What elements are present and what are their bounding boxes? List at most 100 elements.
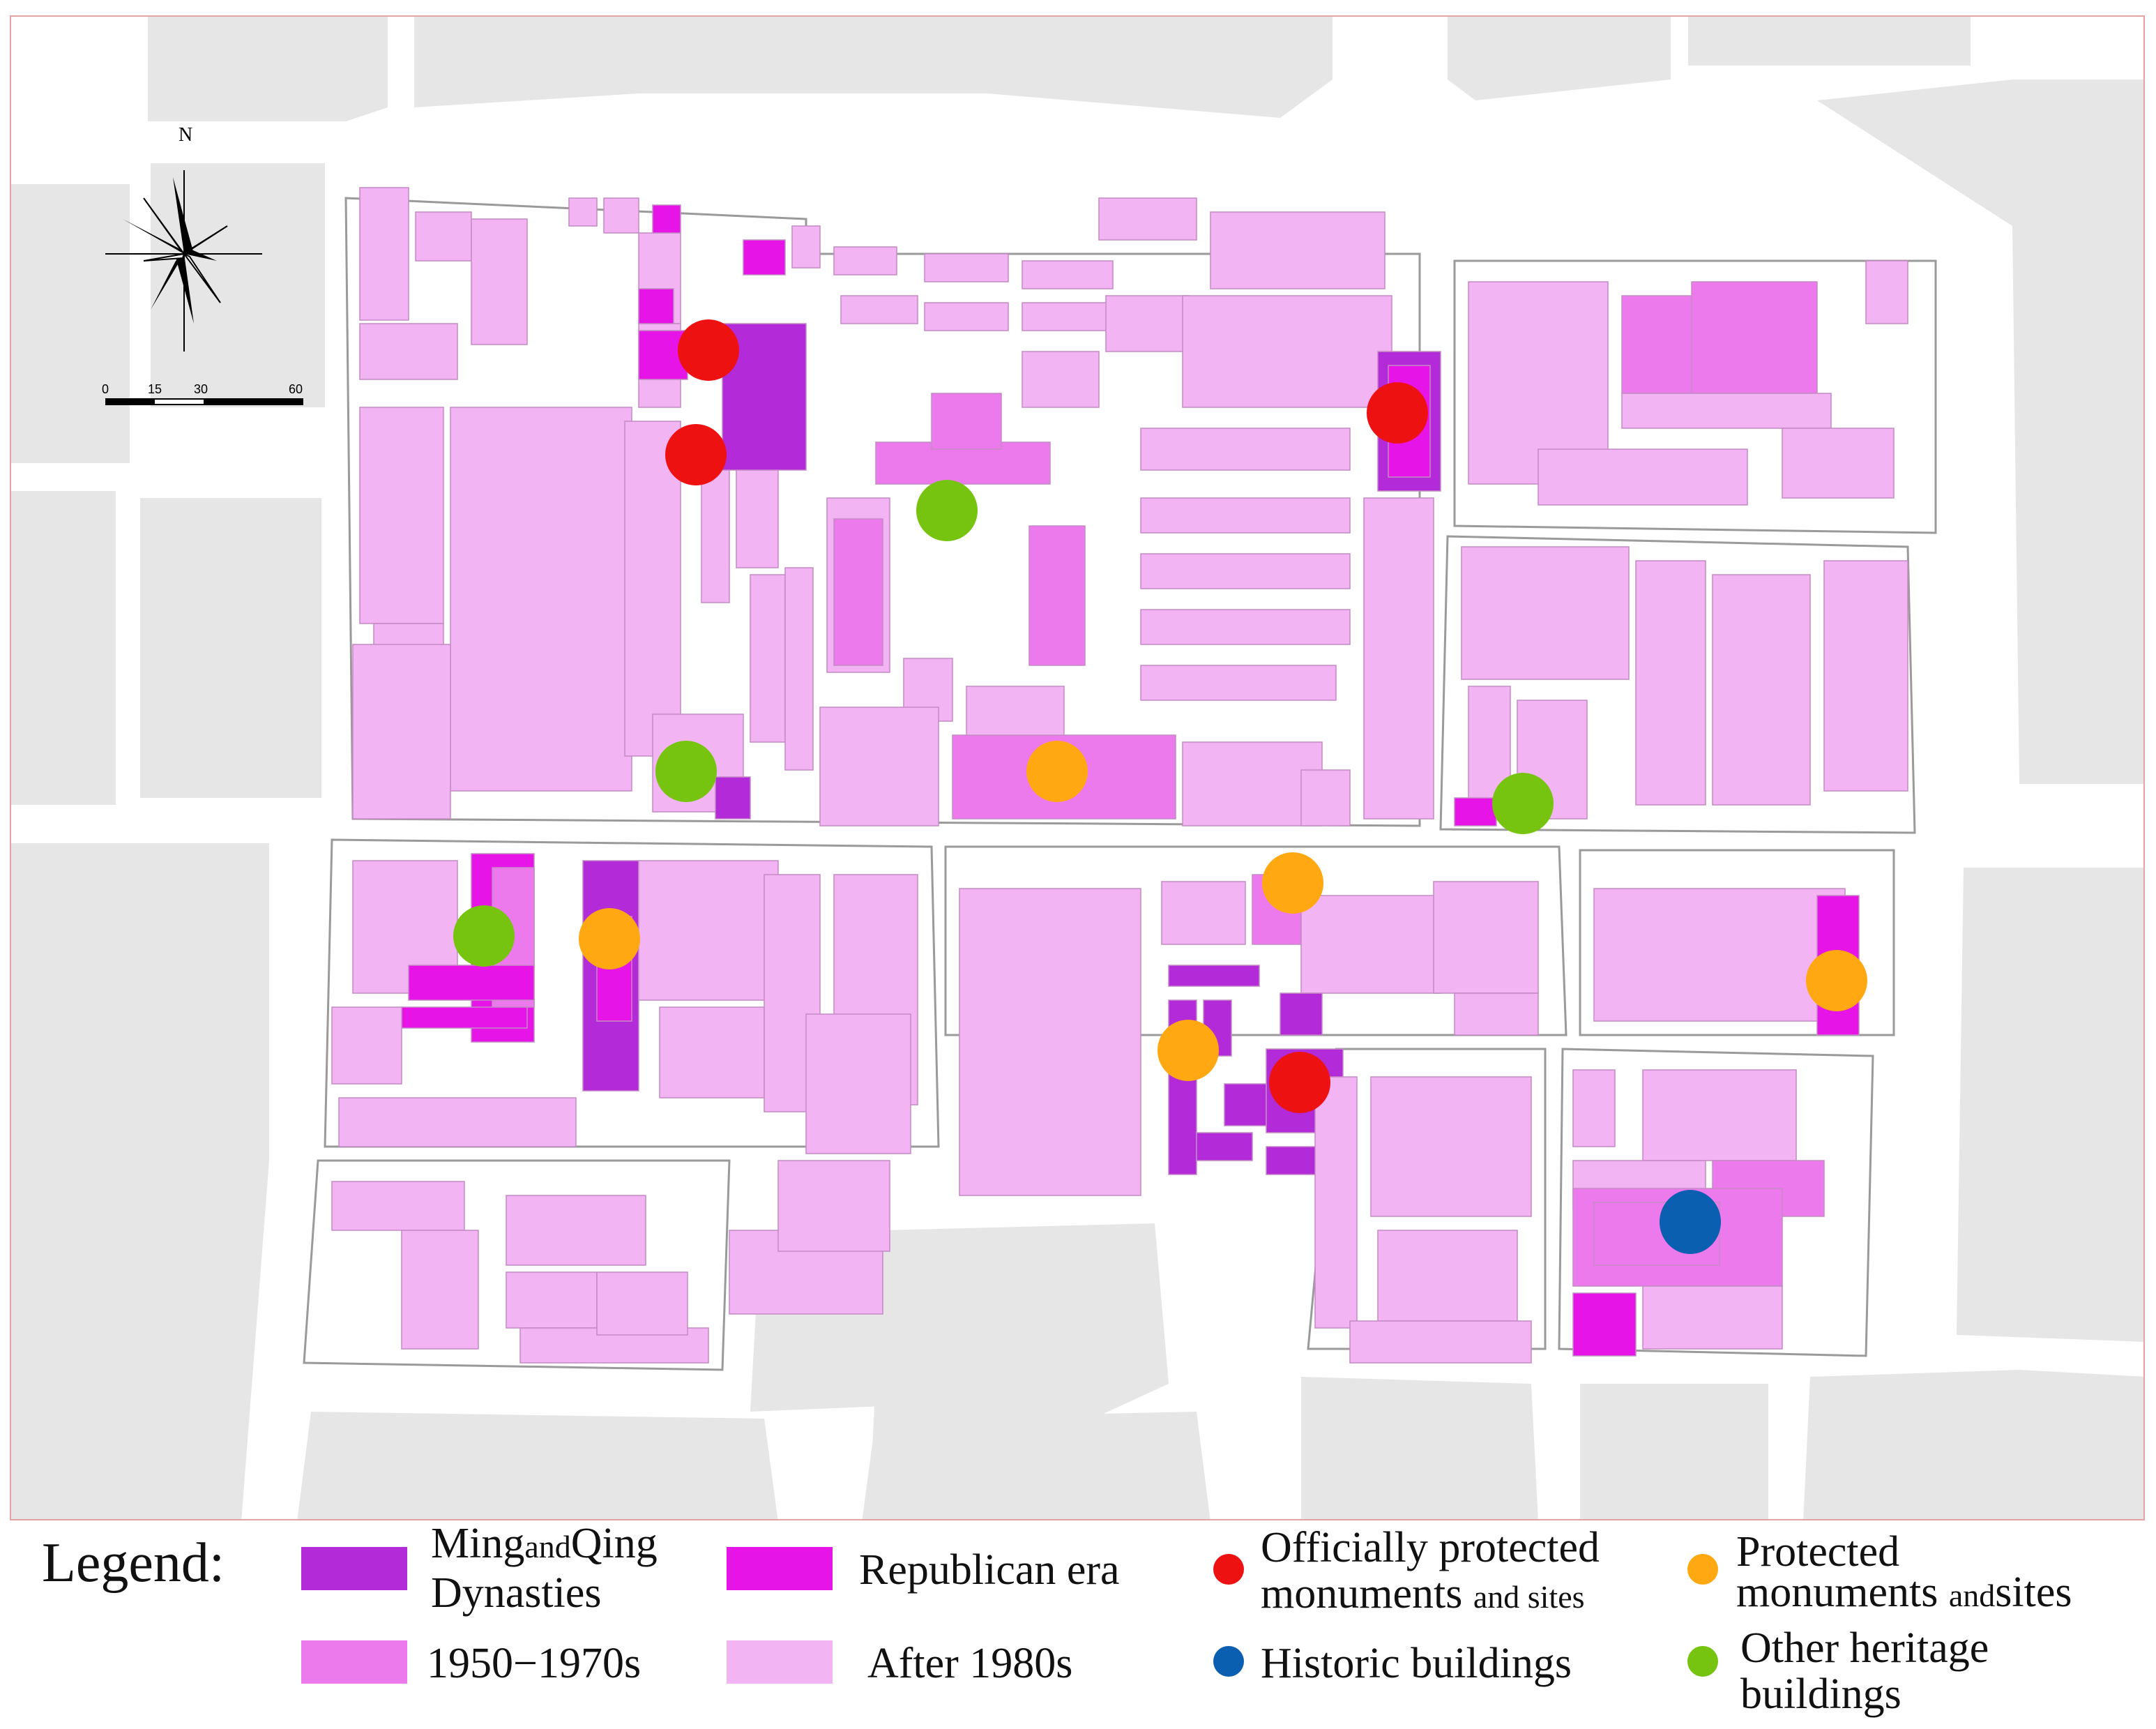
building-footprint [471, 218, 528, 345]
building-footprint [359, 323, 458, 380]
grey-block [414, 17, 1333, 118]
grey-block [148, 17, 388, 121]
building-footprint [1538, 448, 1748, 506]
building-footprint [1572, 1069, 1616, 1147]
legend-protected-line2b: and [1948, 1578, 1996, 1613]
building-footprint [1022, 351, 1100, 408]
building-footprint [415, 211, 472, 262]
legend-label-officially-protected: Officially protected monuments and sites [1261, 1525, 1600, 1620]
site-marker-protected [1262, 852, 1323, 914]
building-footprint [931, 393, 1002, 450]
grey-block [1688, 17, 1971, 66]
legend-label-after-1980s: After 1980s [867, 1640, 1073, 1687]
site-marker-protected [579, 908, 640, 969]
building-footprint [1349, 1320, 1532, 1364]
map-canvas: N 0 15 30 60 [11, 17, 2143, 1519]
building-footprint [1280, 992, 1323, 1036]
building-footprint [924, 302, 1009, 331]
site-marker-other-heritage [916, 480, 978, 541]
grey-block [11, 491, 116, 805]
building-footprint [1140, 609, 1351, 645]
building-footprint [1140, 553, 1351, 589]
building-footprint [1168, 965, 1260, 987]
building-footprint [959, 888, 1141, 1196]
building-footprint [833, 246, 897, 275]
building-footprint [1140, 665, 1337, 701]
building-footprint [1105, 295, 1190, 352]
legend-swatch-ming-qing [301, 1547, 407, 1590]
legend-swatch-1950-1970s [301, 1640, 407, 1684]
building-footprint [450, 407, 632, 792]
site-markers [453, 319, 1867, 1254]
legend-dot-protected [1687, 1554, 1718, 1585]
scale-tick-label: 0 [102, 382, 109, 396]
site-marker-other-heritage [1492, 773, 1554, 834]
building-footprint [1454, 797, 1497, 826]
grey-block [1803, 1370, 2143, 1519]
grey-block [140, 498, 321, 798]
north-arrow-compass-icon: N [105, 124, 262, 352]
building-footprint [338, 1097, 577, 1147]
scale-tick-label: 30 [194, 382, 208, 396]
site-marker-officially-protected [665, 424, 727, 485]
legend-dot-other-heritage [1687, 1646, 1718, 1677]
building-footprint [715, 776, 751, 820]
building-footprint [1642, 1285, 1783, 1350]
building-footprint [1823, 560, 1908, 792]
building-footprint [408, 965, 535, 1001]
legend-protected-line2c: sites [1995, 1569, 2072, 1616]
legend-officially-line2b: and sites [1473, 1579, 1585, 1615]
building-footprint [331, 1181, 465, 1231]
legend-label-historic: Historic buildings [1261, 1640, 1572, 1687]
site-marker-other-heritage [453, 905, 515, 967]
building-footprint [805, 1013, 911, 1154]
legend-other-line1: Other heritage [1740, 1624, 1989, 1672]
legend-qing-word: Qing [570, 1520, 658, 1567]
building-footprint [750, 574, 786, 743]
building-footprint [401, 1230, 479, 1350]
legend-ming-word: Ming [431, 1520, 525, 1567]
legend-label-ming-qing: MingandQing Dynasties [431, 1520, 658, 1616]
building-footprint [568, 197, 598, 227]
grey-block [11, 184, 130, 463]
site-marker-other-heritage [655, 741, 717, 802]
building-footprint [1140, 497, 1351, 534]
legend-officially-line1: Officially protected [1261, 1524, 1600, 1571]
building-footprint [1363, 497, 1434, 820]
site-marker-historic [1660, 1190, 1721, 1254]
building-footprint [1865, 260, 1908, 324]
legend-title: Legend: [42, 1532, 225, 1594]
building-footprint [1022, 260, 1114, 289]
grey-block [1957, 868, 2143, 1342]
building-footprint [1300, 895, 1441, 994]
building-footprint [777, 1160, 890, 1252]
building-footprint [1098, 197, 1197, 241]
site-marker-officially-protected [1269, 1052, 1330, 1113]
block-outline [1558, 1048, 1874, 1357]
building-footprint [638, 288, 674, 324]
legend-swatch-republican [727, 1547, 833, 1590]
building-footprint [1635, 560, 1706, 806]
building-footprint [1691, 281, 1818, 394]
building-footprint [659, 1006, 765, 1098]
building-footprint [1182, 295, 1392, 408]
building-footprint [924, 253, 1009, 282]
building-footprint [603, 197, 639, 234]
legend-dynasties-word: Dynasties [431, 1569, 602, 1617]
north-label: N [179, 124, 192, 146]
building-footprint [743, 239, 786, 275]
legend-protected-line1: Protected [1736, 1528, 1900, 1576]
legend-dot-historic [1213, 1646, 1244, 1677]
legend-label-republican: Republican era [859, 1546, 1120, 1594]
site-marker-protected [1026, 741, 1088, 802]
building-footprint [1022, 302, 1114, 331]
grey-block [1448, 17, 1671, 100]
building-footprint [359, 187, 409, 321]
building-footprints [331, 187, 1908, 1364]
building-footprint [1377, 1230, 1518, 1322]
building-footprint [1140, 428, 1351, 471]
legend-dot-officially-protected [1213, 1554, 1244, 1585]
grey-block [297, 1412, 778, 1519]
building-footprint [784, 567, 814, 771]
building-footprint [1224, 1083, 1267, 1126]
